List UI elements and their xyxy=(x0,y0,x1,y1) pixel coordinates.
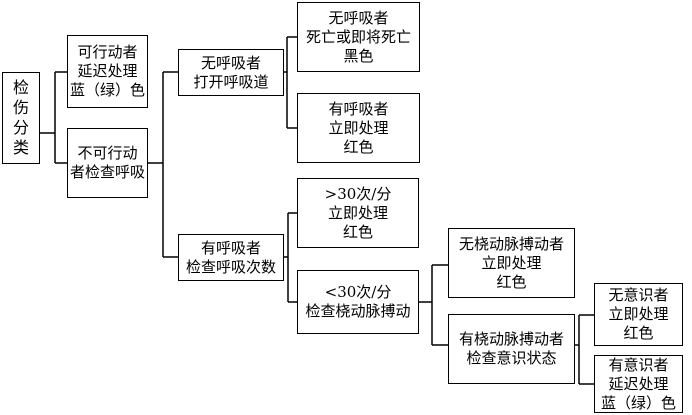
connector-breathing xyxy=(284,212,297,303)
connector-non-ambulatory xyxy=(148,71,178,258)
non-ambulatory-line-2: 者检查呼吸 xyxy=(69,163,145,181)
no-radial-pulse-box: 无桡动脉搏动者 立即处理 红色 xyxy=(448,228,575,298)
breathing-line-2: 检查呼吸次数 xyxy=(185,257,276,276)
no-breathing-box: 无呼吸者 打开呼吸道 xyxy=(178,49,284,96)
conscious-line-2: 延迟处理 xyxy=(608,374,669,393)
non-ambulatory-line-1: 不可行动 xyxy=(77,144,138,162)
still-no-breathing-line-1: 无呼吸者 xyxy=(328,8,389,27)
root-line-2: 伤 xyxy=(12,98,29,117)
ambulatory-line-2: 延迟处理 xyxy=(77,62,138,80)
unconscious-line-3: 红色 xyxy=(623,324,654,342)
root-line-1: 检 xyxy=(12,78,29,97)
still-no-breathing-box: 无呼吸者 死亡或即将死亡 黑色 xyxy=(297,2,420,72)
unconscious-box: 无意识者 立即处理 红色 xyxy=(594,283,683,346)
rate-under-30-box: <30次/分 检查桡动脉搏动 xyxy=(297,270,419,334)
root-line-3: 分 xyxy=(12,118,29,137)
radial-pulse-box: 有桡动脉搏动者 检查意识状态 xyxy=(448,314,575,384)
resumed-breathing-line-3: 红色 xyxy=(343,137,374,156)
ambulatory-box: 可行动者 延迟处理 蓝（绿）色 xyxy=(67,35,148,108)
rate-over-30-line-1: >30次/分 xyxy=(324,184,392,203)
triage-classification-box: 检 伤 分 类 xyxy=(2,72,40,164)
connector-rate-under-30 xyxy=(419,264,448,346)
conscious-box: 有意识者 延迟处理 蓝（绿）色 xyxy=(594,355,683,413)
rate-over-30-box: >30次/分 立即处理 红色 xyxy=(297,178,419,248)
radial-pulse-line-2: 检查意识状态 xyxy=(466,349,557,367)
connector-no-breathing xyxy=(284,36,297,129)
no-radial-pulse-line-1: 无桡动脉搏动者 xyxy=(458,234,564,253)
unconscious-line-2: 立即处理 xyxy=(608,305,669,323)
ambulatory-line-3: 蓝（绿）色 xyxy=(69,81,145,99)
rate-over-30-line-3: 红色 xyxy=(342,222,373,241)
non-ambulatory-box: 不可行动 者检查呼吸 xyxy=(67,128,148,198)
root-line-4: 类 xyxy=(12,138,29,157)
no-breathing-line-1: 无呼吸者 xyxy=(200,53,261,72)
resumed-breathing-line-2: 立即处理 xyxy=(328,118,389,137)
connector-radial-pulse xyxy=(575,314,594,385)
radial-pulse-line-1: 有桡动脉搏动者 xyxy=(458,330,564,348)
conscious-line-1: 有意识者 xyxy=(608,355,669,374)
conscious-line-3: 蓝（绿）色 xyxy=(600,393,676,412)
no-radial-pulse-line-2: 立即处理 xyxy=(481,253,542,272)
unconscious-line-1: 无意识者 xyxy=(608,286,669,304)
connector-root xyxy=(40,71,67,164)
rate-under-30-line-2: 检查桡动脉搏动 xyxy=(305,302,411,320)
resumed-breathing-box: 有呼吸者 立即处理 红色 xyxy=(297,93,420,163)
breathing-box: 有呼吸者 检查呼吸次数 xyxy=(178,234,284,281)
ambulatory-line-1: 可行动者 xyxy=(77,43,138,61)
no-radial-pulse-line-3: 红色 xyxy=(496,272,527,291)
no-breathing-line-2: 打开呼吸道 xyxy=(193,72,269,91)
still-no-breathing-line-2: 死亡或即将死亡 xyxy=(305,27,411,46)
rate-over-30-line-2: 立即处理 xyxy=(327,203,388,222)
still-no-breathing-line-3: 黑色 xyxy=(343,46,374,65)
rate-under-30-line-1: <30次/分 xyxy=(324,283,392,301)
breathing-line-1: 有呼吸者 xyxy=(200,238,261,257)
resumed-breathing-line-1: 有呼吸者 xyxy=(328,99,389,118)
